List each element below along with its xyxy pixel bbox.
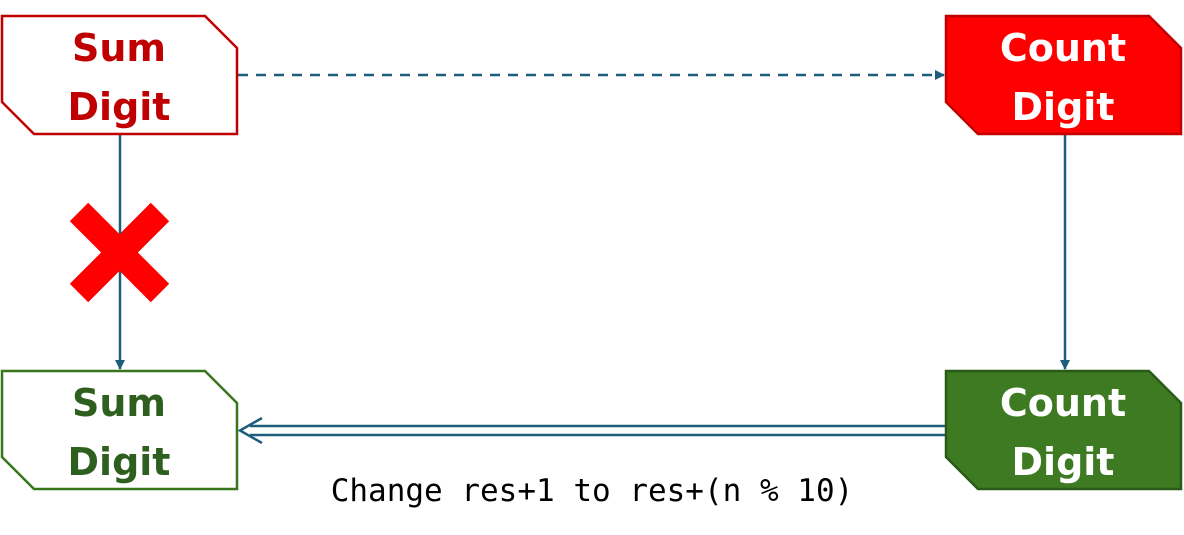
double-arrow-count-to-sum [237,416,946,445]
node-label-line1: Sum [72,381,166,425]
node-label-line1: Count [1000,381,1126,425]
node-label-line2: Digit [68,85,171,129]
node-shape [944,14,1183,136]
node-shape [0,14,239,136]
cross-icon [69,202,170,303]
node-sum-digit-original: Sum Digit [0,14,239,136]
node-shape [0,369,239,491]
node-label-line2: Digit [68,440,171,484]
node-count-digit-transformed: Count Digit [944,369,1183,491]
node-label-line2: Digit [1012,440,1115,484]
node-label-line2: Digit [1012,85,1115,129]
node-label-line1: Sum [72,26,166,70]
edge-caption: Change res+1 to res+(n % 10) [331,473,854,509]
node-shape [944,369,1183,491]
node-label-line1: Count [1000,26,1126,70]
node-sum-digit-transformed: Sum Digit [0,369,239,491]
node-count-digit-original: Count Digit [944,14,1183,136]
